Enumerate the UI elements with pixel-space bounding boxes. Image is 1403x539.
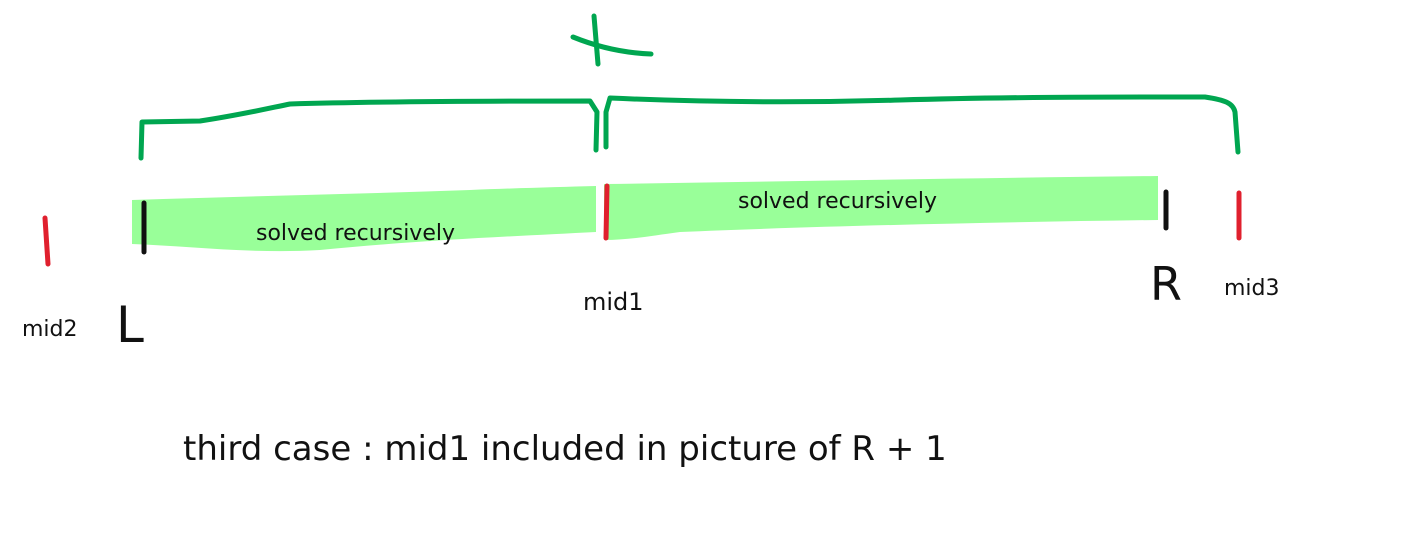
highlight-right — [604, 176, 1158, 240]
mid2-marker — [42, 215, 51, 267]
brace-left — [138, 98, 600, 161]
mid1-label: mid1 — [583, 288, 644, 316]
caption: third case : mid1 included in picture of… — [183, 429, 947, 469]
brace-right — [603, 94, 1241, 155]
highlight-left — [132, 186, 596, 252]
mid3-label: mid3 — [1224, 276, 1280, 301]
r-label: R — [1150, 257, 1182, 311]
highlight-label-left: solved recursively — [256, 221, 455, 246]
mid1-marker — [603, 183, 610, 241]
highlight-label-right: solved recursively — [738, 189, 937, 214]
plus-sign: + — [570, 13, 654, 67]
l-label: L — [116, 296, 144, 354]
mid2-label: mid2 — [22, 317, 78, 342]
